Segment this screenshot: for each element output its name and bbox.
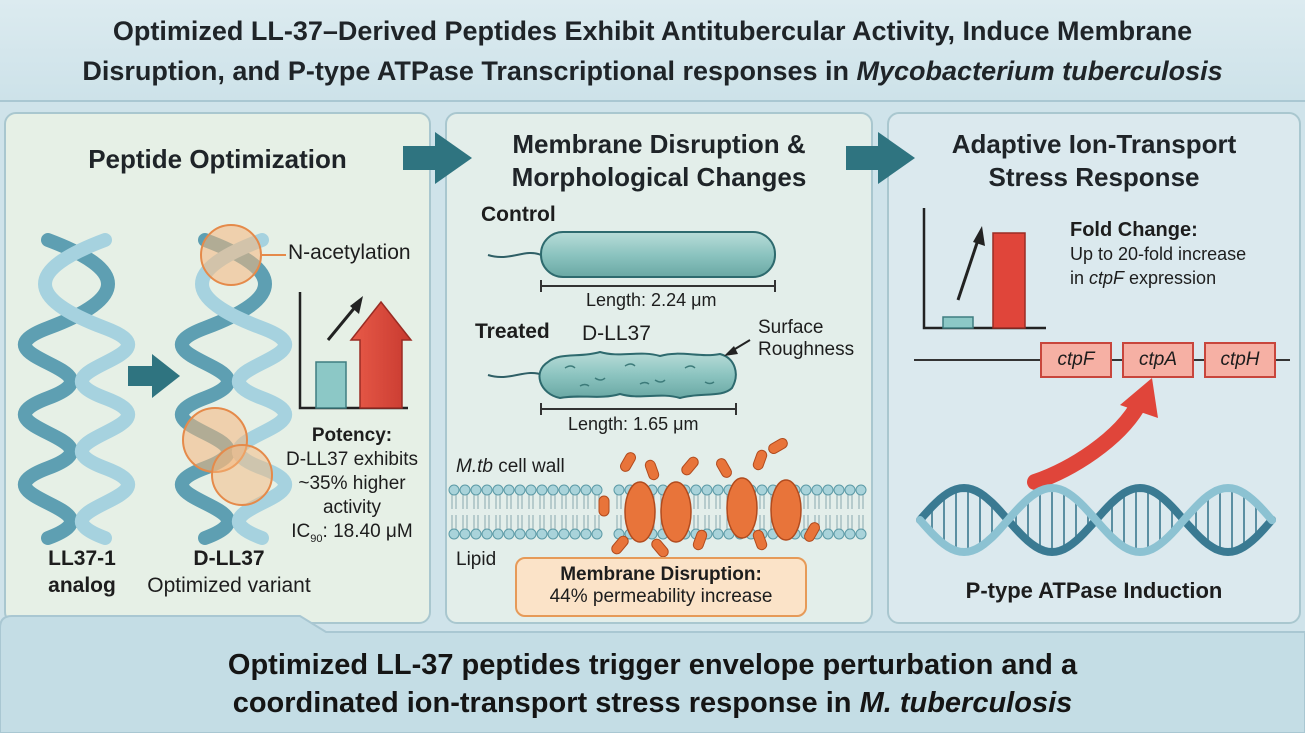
treated-label: Treated [475,320,550,343]
panel2-title-line2: Morphological Changes [511,162,807,192]
fold-line1: Up to 20-fold increase [1070,244,1247,264]
arrow-icon [128,354,180,398]
potency-line2: ~35% higher [298,473,406,494]
bottom-banner-bg [0,615,1305,733]
membrane-disruption-callout: Membrane Disruption: 44% permeability in… [515,557,807,617]
fold-change-chart [922,208,1046,330]
control-length-label: Length: 2.24 μm [586,290,717,310]
potency-line1: D-LL37 exhibits [285,449,419,470]
main-title: Optimized LL-37–Derived Peptides Exhibit… [0,0,1305,91]
summary-line2: coordinated ion-transport stress respons… [232,687,1073,719]
fold-heading: Fold Change: [1070,219,1198,241]
gene-ctpa: ctpA [1122,342,1194,378]
helix-ll37-1 [18,233,135,545]
gene-ctpf: ctpF [1040,342,1112,378]
callout-heading: Membrane Disruption: [560,564,762,585]
dna-label: P-type ATPase Induction [965,578,1223,603]
gene-ctph: ctpH [1204,342,1276,378]
treated-length-label: Length: 1.65 μm [568,414,699,434]
ll37-1-label: LL37-1 analog [48,547,116,597]
flow-arrow-1 [403,132,472,184]
panel3-title-line2: Stress Response [988,162,1200,192]
lipid-label: Lipid [456,549,497,570]
surface-roughness-label: Surface Roughness [758,317,855,360]
panel3-title: Adaptive Ion-Transport Stress Response [889,128,1299,194]
callout-value: 44% permeability increase [549,586,773,607]
fold-line2: in ctpF expression [1070,268,1217,288]
potency-heading: Potency: [311,425,393,446]
potency-line3: activity [322,497,382,518]
main-title-line1: Optimized LL-37–Derived Peptides Exhibit… [112,16,1193,46]
main-title-line2: Disruption, and P-type ATPase Transcript… [82,56,857,86]
treated-sublabel: D-LL37 [582,322,651,345]
helix-d-ll37 [175,233,292,545]
summary-text: Optimized LL-37 peptides trigger envelop… [0,646,1305,722]
treated-cell [487,339,751,415]
panel2-title-line1: Membrane Disruption & [512,129,806,159]
dna-double-helix [916,483,1276,557]
cell-wall-label: M.tb cell wall [456,456,565,477]
acetylation-marks [182,224,286,506]
ic90-value: IC90: 18.40 μM [291,521,413,545]
panel1-title: Peptide Optimization [88,144,347,174]
flow-arrow-2 [846,132,915,184]
potency-chart [298,292,413,410]
main-title-species: Mycobacterium tuberculosis [856,56,1223,86]
title-banner: Optimized LL-37–Derived Peptides Exhibit… [0,0,1305,102]
fold-change-text: Fold Change: Up to 20-fold increase in c… [1070,218,1246,290]
control-label: Control [481,203,556,226]
induction-arrow [1027,378,1158,490]
n-acetylation-label: N-acetylation [288,241,411,264]
potency-text: Potency: D-LL37 exhibits ~35% higher act… [272,424,432,551]
d-ll37-label: D-LL37 Optimized variant [147,547,311,597]
panel2-title: Membrane Disruption & Morphological Chan… [447,128,871,194]
membrane-bilayer [448,438,867,558]
panel3-title-line1: Adaptive Ion-Transport [951,129,1237,159]
control-cell [487,231,776,292]
summary-line1: Optimized LL-37 peptides trigger envelop… [227,649,1078,681]
